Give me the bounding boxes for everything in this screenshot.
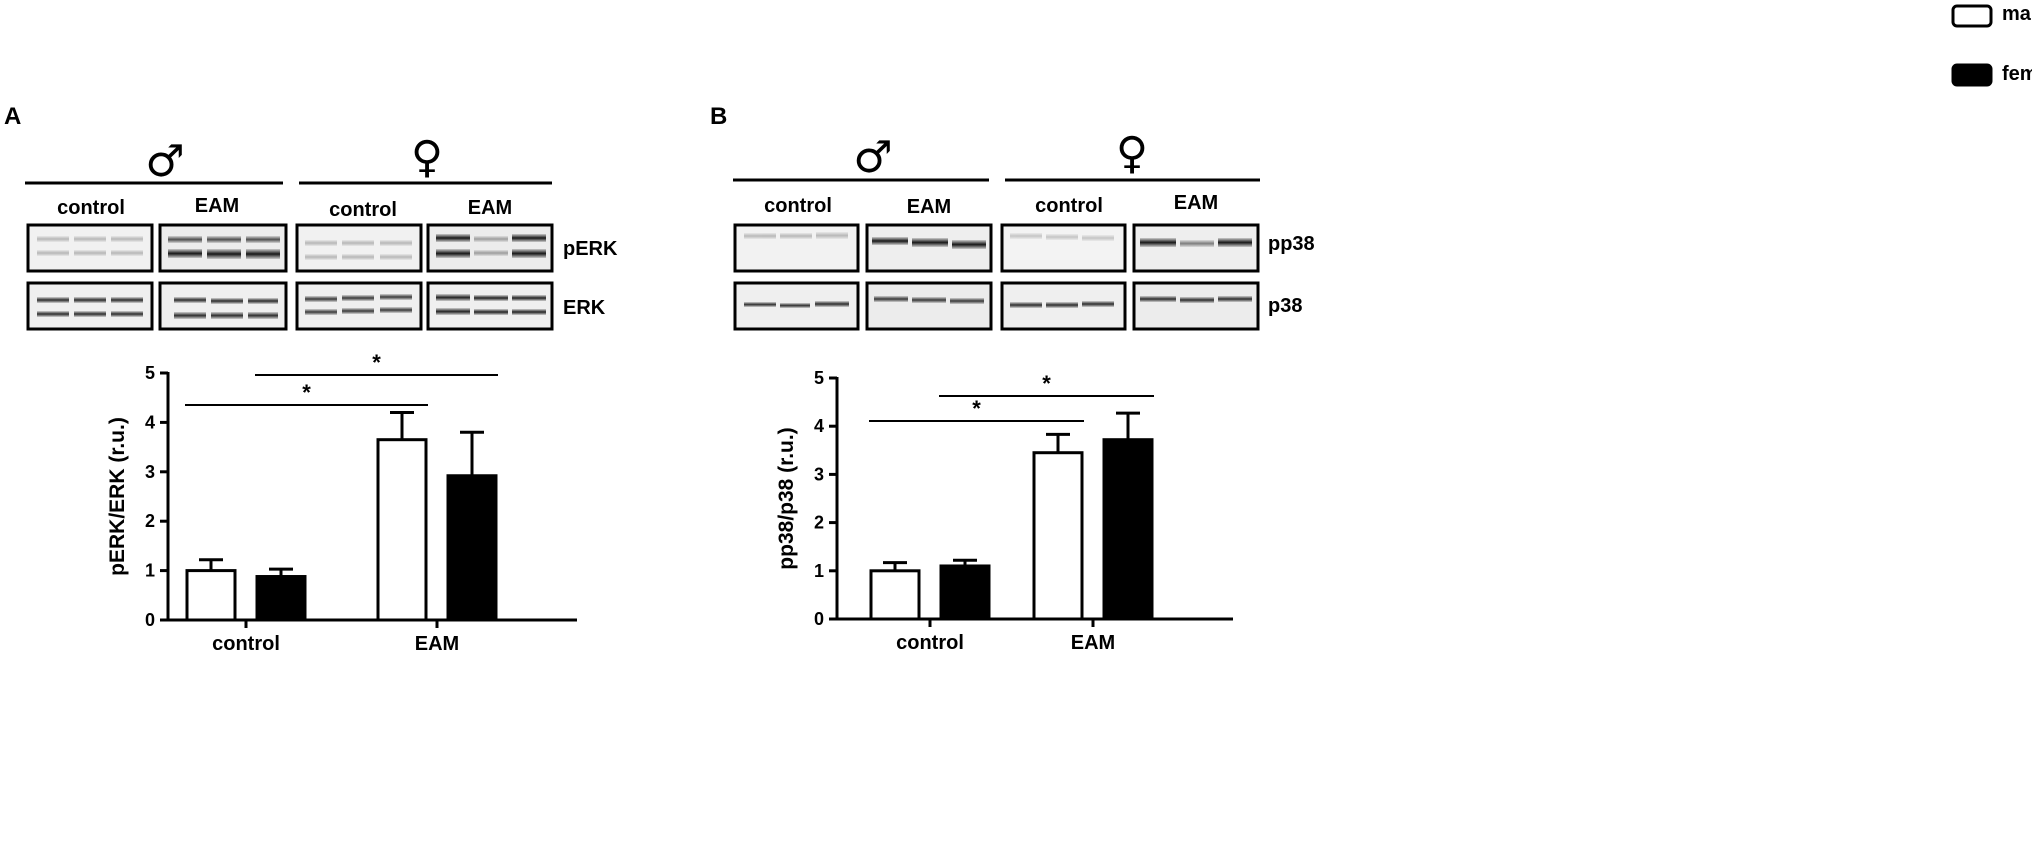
blot-label: pp38: [1268, 233, 1315, 255]
y-tick-label: 4: [145, 412, 155, 432]
lane-group-label: EAM: [195, 195, 239, 217]
blot-box: [1000, 281, 1127, 331]
y-tick-label: 4: [814, 416, 824, 436]
blot-box: [158, 281, 288, 331]
y-tick-label: 3: [814, 464, 824, 484]
significance-star: *: [302, 380, 311, 405]
blot-box: [1132, 223, 1260, 273]
blot-box: [426, 223, 554, 273]
legend-swatch-female: [1951, 63, 1993, 87]
legend-item-male: male: [1951, 3, 2032, 28]
bar-male-EAM: [376, 438, 428, 622]
y-tick-label: 2: [145, 511, 155, 531]
y-tick-label: 5: [145, 363, 155, 383]
x-tick-label: EAM: [1071, 632, 1115, 654]
bar-female-control: [255, 575, 307, 622]
x-tick-label: control: [896, 632, 964, 654]
blot-box: [26, 223, 154, 273]
blot-phospho-row: [733, 223, 1260, 273]
blot-box: [733, 281, 860, 331]
legend-swatch-male: [1951, 4, 1993, 28]
blot-box: [158, 223, 288, 273]
panel-letter: A: [4, 103, 21, 130]
blot-box: [295, 281, 423, 331]
male-symbol: ♂: [145, 136, 184, 187]
lane-group-label: control: [764, 195, 832, 217]
blot-box: [1132, 281, 1260, 331]
y-tick-label: 3: [145, 462, 155, 482]
bar-male-control: [185, 569, 237, 622]
significance-star: *: [372, 350, 381, 375]
bar-female-EAM: [446, 474, 498, 622]
female-symbol: ♀: [1116, 128, 1148, 179]
lane-group-label: control: [1035, 195, 1103, 217]
bar-chart-pp38: 0 1 2 3 4 5 control EAM pp38/p38 (r.u.) * *: [775, 368, 1233, 654]
blot-total-row: [26, 281, 554, 331]
panel-b: B ♂ ♀ control EAM control EAM: [710, 103, 1315, 654]
legend-label-male: male: [2002, 3, 2032, 25]
significance-star: *: [1042, 371, 1051, 396]
blot-label: p38: [1268, 295, 1302, 317]
blot-phospho-row: [26, 223, 554, 273]
blot-label: pERK: [563, 238, 618, 260]
blot-box: [1000, 223, 1127, 273]
legend-label-female: female: [2002, 63, 2032, 85]
blot-box: [865, 281, 993, 331]
bar-female-control: [939, 564, 991, 621]
blot-box: [426, 281, 554, 331]
blot-label: ERK: [563, 297, 606, 319]
blot-box: [733, 223, 860, 273]
x-tick-label: control: [212, 633, 280, 655]
y-tick-label: 0: [145, 610, 155, 630]
blot-box: [26, 281, 154, 331]
legend: male female: [1951, 3, 2032, 87]
y-axis-label: pp38/p38 (r.u.): [775, 427, 798, 569]
lane-group-label: EAM: [468, 197, 512, 219]
bar-male-EAM: [1032, 451, 1084, 621]
y-tick-label: 1: [145, 561, 155, 581]
lane-group-label: control: [329, 199, 397, 221]
female-symbol: ♀: [411, 132, 443, 183]
male-symbol: ♂: [853, 132, 892, 183]
y-tick-label: 0: [814, 609, 824, 629]
lane-group-label: control: [57, 197, 125, 219]
bar-male-control: [869, 569, 921, 621]
y-tick-label: 5: [814, 368, 824, 388]
panel-letter: B: [710, 103, 727, 130]
bar-female-EAM: [1102, 438, 1154, 621]
blot-total-row: [733, 281, 1260, 331]
bar-chart-perk: 0 1 2 3 4 5 control EAM pERK/ERK (r.u.) * *: [106, 350, 577, 655]
blot-box: [295, 223, 423, 273]
x-tick-label: EAM: [415, 633, 459, 655]
lane-group-label: EAM: [907, 196, 951, 218]
significance-star: *: [972, 396, 981, 421]
blot-box: [865, 223, 993, 273]
legend-item-female: female: [1951, 63, 2032, 87]
y-axis-label: pERK/ERK (r.u.): [106, 417, 129, 576]
panel-a: A ♂ ♀ control EAM control EAM: [4, 103, 618, 655]
lane-group-label: EAM: [1174, 192, 1218, 214]
y-tick-label: 2: [814, 513, 824, 533]
y-tick-label: 1: [814, 561, 824, 581]
